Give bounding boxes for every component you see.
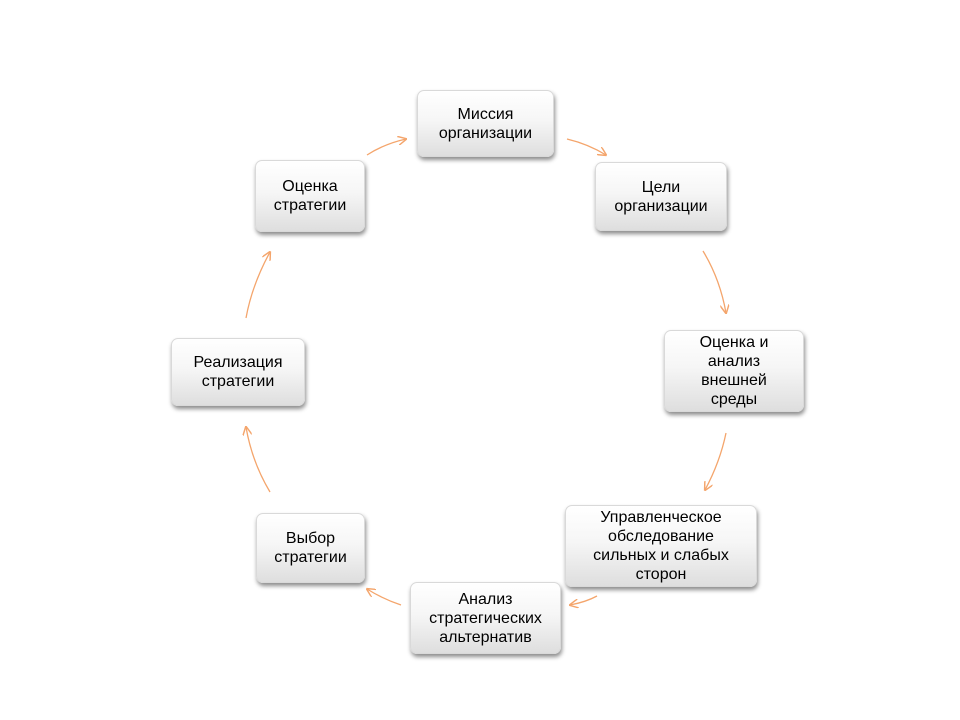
node-strategy-choice: Выбор стратегии xyxy=(256,513,365,583)
arrow-env-to-mgmt xyxy=(705,432,727,490)
node-strategic-alternatives: Анализ стратегических альтернатив xyxy=(410,582,561,654)
arrow-choice-to-impl xyxy=(246,427,271,493)
node-strategy-evaluation: Оценка стратегии xyxy=(255,160,365,232)
arrow-mission-to-goals xyxy=(566,138,606,155)
arrow-goals-to-env xyxy=(702,250,726,313)
arrow-mgmt-to-alt xyxy=(570,595,598,605)
node-strategy-implementation: Реализация стратегии xyxy=(171,338,305,406)
arrow-impl-to-eval xyxy=(245,252,270,319)
node-environment-analysis: Оценка и анализ внешней среды xyxy=(664,330,804,412)
arrow-alt-to-choice xyxy=(367,589,402,606)
arrow-eval-to-mission xyxy=(366,139,406,156)
node-management-survey: Управленческое обследование сильных и сл… xyxy=(565,505,757,587)
node-goals: Цели организации xyxy=(595,162,727,231)
node-mission: Миссия организации xyxy=(417,90,554,157)
